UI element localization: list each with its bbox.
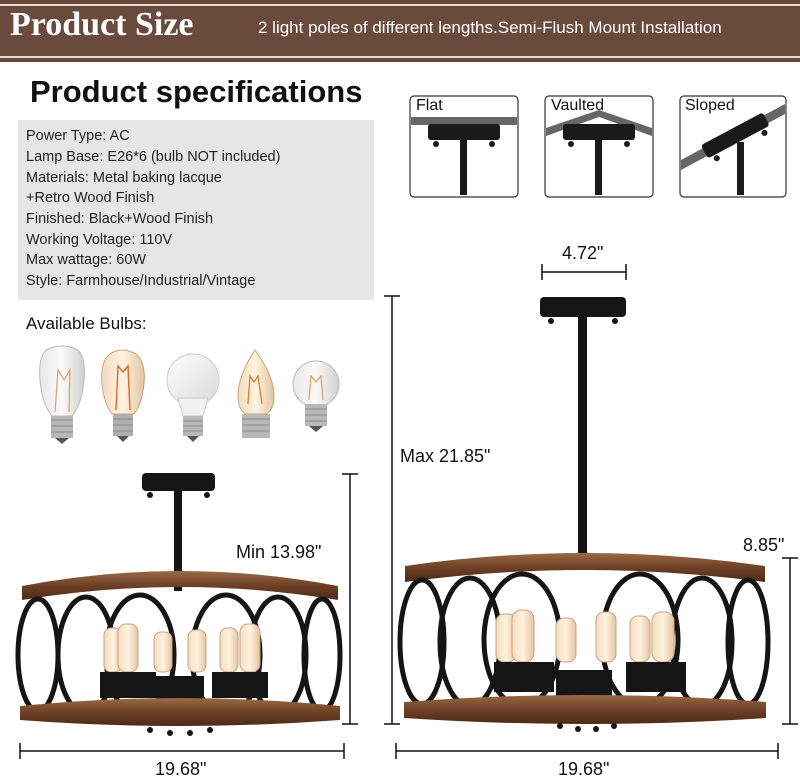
spec-style: Style: Farmhouse/Industrial/Vintage: [26, 273, 256, 289]
min-height-label: Min 13.98": [236, 542, 322, 562]
mount-label-vaulted: Vaulted: [551, 97, 605, 114]
specifications-heading: Product specifications: [30, 74, 363, 109]
banner-tagline: 2 light poles of different lengths.Semi-…: [258, 18, 722, 37]
header-banner: [0, 0, 800, 62]
spec-materials: Materials: Metal baking lacque: [26, 170, 222, 186]
max-height-label: Max 21.85": [400, 446, 491, 466]
st64-amber-bulb: [101, 349, 145, 442]
page-title: Product Size: [10, 6, 194, 43]
spec-lamp-base: Lamp Base: E26*6 (bulb NOT included): [26, 149, 281, 165]
dimension-lines: [19, 264, 798, 759]
st64-edison-bulb: [39, 345, 85, 444]
g25-globe-bulb: [292, 360, 340, 432]
chandelier-max-height: [397, 297, 771, 732]
mount-vaulted: [544, 95, 654, 198]
drum-height-label: 8.85": [743, 535, 785, 555]
a19-led-bulb: [166, 353, 220, 442]
spec-finished: Finished: Black+Wood Finish: [26, 211, 214, 227]
mount-sloped: [679, 95, 787, 198]
spec-power-type: Power Type: AC: [26, 128, 130, 144]
available-bulbs-label: Available Bulbs:: [26, 314, 147, 333]
width-right-label: 19.68": [558, 759, 610, 779]
candle-amber-bulb: [237, 349, 275, 438]
chandelier-min-height: [15, 473, 343, 736]
canopy-width-label: 4.72": [562, 243, 604, 263]
specifications-box: Power Type: AC Lamp Base: E26*6 (bulb NO…: [18, 120, 374, 300]
spec-voltage: Working Voltage: 110V: [26, 232, 173, 248]
width-left-label: 19.68": [155, 759, 207, 779]
mount-label-flat: Flat: [416, 97, 443, 114]
spec-wattage: Max wattage: 60W: [26, 252, 147, 268]
mount-flat: [409, 95, 519, 198]
mount-label-sloped: Sloped: [685, 97, 735, 114]
spec-materials-cont: +Retro Wood Finish: [26, 190, 155, 206]
